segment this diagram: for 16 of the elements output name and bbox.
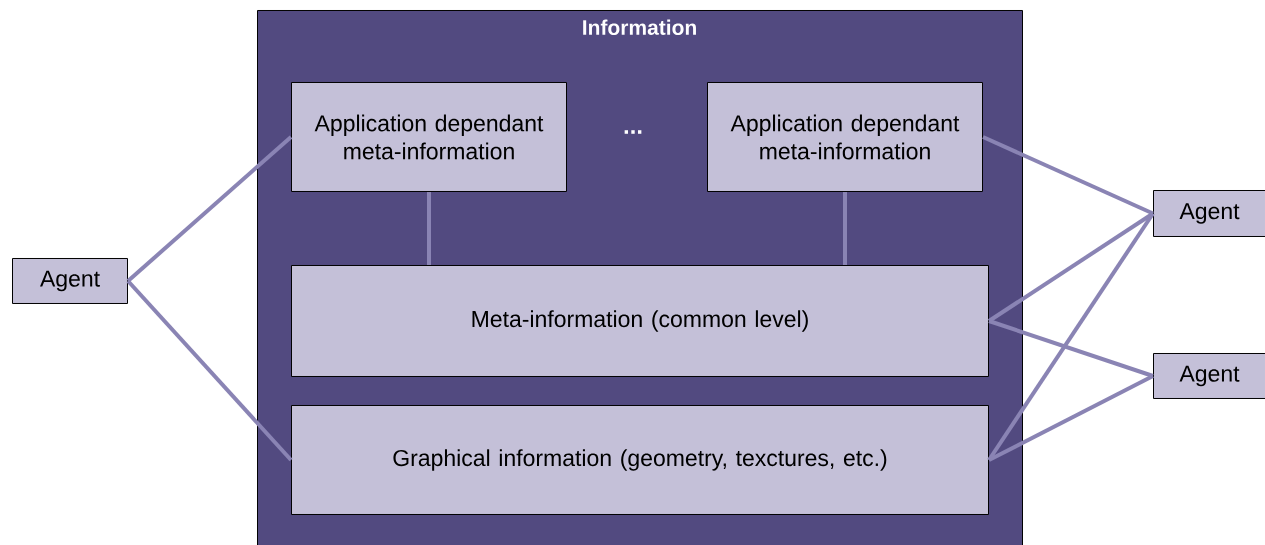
- connector-line: [126, 279, 293, 462]
- connector-line: [843, 192, 847, 265]
- ellipsis: ...: [624, 130, 642, 134]
- agent-box: Agent: [12, 258, 128, 304]
- info-box: Application dependant meta-information: [291, 82, 567, 192]
- info-box: Meta-information (common level): [291, 265, 989, 377]
- connector-line: [988, 374, 1154, 462]
- connector-line: [987, 212, 1155, 462]
- agent-box: Agent: [1153, 353, 1265, 399]
- info-box: Graphical information (geometry, texctures, etc.): [291, 405, 989, 515]
- connector-line: [126, 135, 293, 283]
- connector-line: [982, 135, 1154, 216]
- info-box: Application dependant meta-information: [707, 82, 983, 192]
- agent-box: Agent: [1153, 190, 1265, 237]
- connector-line: [427, 192, 431, 265]
- connector-line: [988, 319, 1154, 378]
